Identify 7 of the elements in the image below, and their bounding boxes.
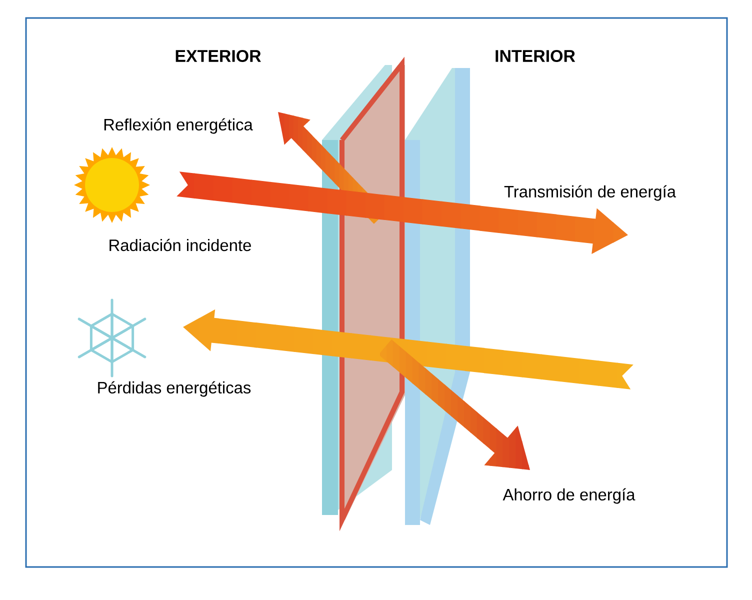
- label-text: Pérdidas energéticas: [98, 381, 251, 397]
- label-text: Reflexión energética: [104, 118, 253, 134]
- label-text: Radiación incidente: [110, 238, 251, 252]
- label-text: Ahorro de energía: [502, 488, 636, 504]
- side-heading: EXTERIOR: [176, 50, 261, 62]
- side-heading: INTERIOR: [496, 50, 576, 62]
- label-text: Transmisión de energía: [504, 185, 676, 201]
